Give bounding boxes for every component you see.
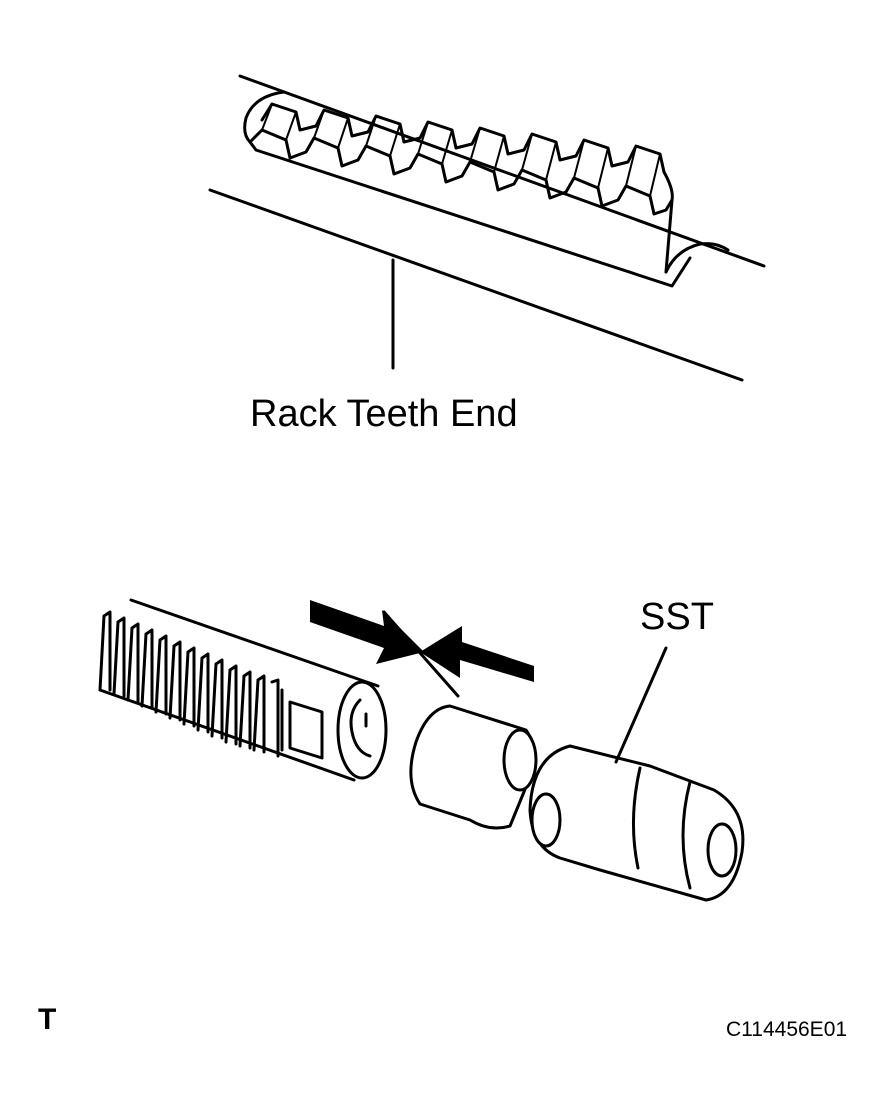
teeth-lower-profile [248,128,674,216]
press-arrow-right-icon [420,626,534,682]
press-guide-line [382,610,460,698]
rack-teeth-end-label: Rack Teeth End [250,393,518,435]
sst-taper-line-1 [631,766,642,870]
steering-rack-top [208,74,766,382]
tooth-crest-lines [261,103,661,197]
rack-end-teeth [98,610,280,758]
rack-end-assembly [98,598,745,902]
rack-shaft-top-edge [129,598,380,688]
press-arrow-left-icon [310,600,424,664]
figure-code: C114456E01 [726,1018,848,1041]
rack-upper-edge [238,74,766,268]
sst-tool-body [528,744,745,902]
sst-tool-mouth [530,792,562,848]
rack-end-face [336,680,388,780]
rack-end-flat [288,700,324,760]
view-marker: T [38,1003,57,1036]
teeth-upper-profile [260,102,666,174]
tooth-band-bottom-edge [248,140,692,288]
sst-taper-line-2 [681,780,692,890]
rack-end-thread [349,698,372,758]
tooth-band-left-end [243,90,286,144]
rack-lower-edge [208,188,744,382]
tooth-band-right-end [664,242,730,274]
tooth-band-right-edge [662,170,674,274]
sst-tool-bore [706,822,738,878]
sst-leader [614,646,668,764]
cap-sleeve-end-hole [502,728,538,792]
sst-label: SST [640,596,714,638]
